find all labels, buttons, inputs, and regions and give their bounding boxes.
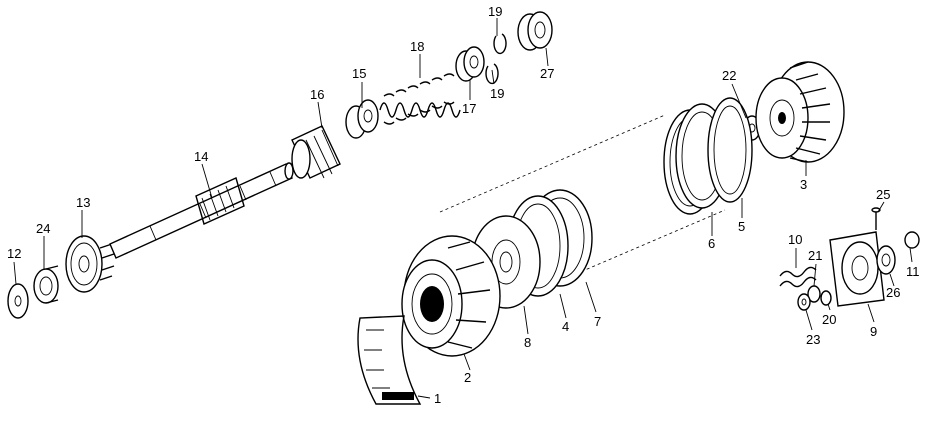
label-26: 26 bbox=[886, 285, 900, 300]
label-14: 14 bbox=[194, 149, 208, 164]
label-8: 8 bbox=[524, 335, 531, 350]
gear-13 bbox=[65, 235, 115, 293]
washer-12 bbox=[7, 283, 29, 319]
label-19-lower: 19 bbox=[490, 86, 504, 101]
label-18: 18 bbox=[410, 39, 424, 54]
label-25: 25 bbox=[876, 187, 890, 202]
label-27: 27 bbox=[540, 66, 554, 81]
bearing-26 bbox=[876, 245, 896, 275]
label-20: 20 bbox=[822, 312, 836, 327]
washer-20 bbox=[820, 290, 832, 306]
label-13: 13 bbox=[76, 195, 90, 210]
spring-18 bbox=[379, 73, 461, 125]
chain-1 bbox=[357, 315, 422, 405]
needle-bearing-16 bbox=[291, 125, 341, 179]
mainshaft-14 bbox=[109, 162, 294, 259]
collar-15 bbox=[345, 99, 379, 139]
label-19-upper: 19 bbox=[488, 4, 502, 19]
label-12: 12 bbox=[7, 246, 21, 261]
bearing-27 bbox=[517, 11, 553, 51]
collar-17 bbox=[455, 46, 485, 82]
clutch-outer-3 bbox=[755, 61, 845, 163]
label-4: 4 bbox=[562, 319, 569, 334]
label-9: 9 bbox=[870, 324, 877, 339]
leader-lines bbox=[13, 18, 913, 399]
plates-5 bbox=[707, 97, 753, 203]
cap-11 bbox=[904, 231, 920, 249]
label-23: 23 bbox=[806, 332, 820, 347]
clutch-center-2 bbox=[401, 235, 501, 357]
bearing-24 bbox=[33, 265, 59, 304]
circlip-19-lower bbox=[485, 63, 499, 85]
label-1: 1 bbox=[434, 391, 441, 406]
label-5: 5 bbox=[738, 219, 745, 234]
label-10: 10 bbox=[788, 232, 802, 247]
label-7: 7 bbox=[594, 314, 601, 329]
bolt-25 bbox=[871, 207, 881, 230]
label-3: 3 bbox=[800, 177, 807, 192]
label-16: 16 bbox=[310, 87, 324, 102]
label-21: 21 bbox=[808, 248, 822, 263]
label-22: 22 bbox=[722, 68, 736, 83]
label-6: 6 bbox=[708, 236, 715, 251]
washer-23 bbox=[797, 293, 811, 311]
circlip-19-upper bbox=[493, 33, 507, 55]
spring-10 bbox=[779, 266, 817, 288]
label-15: 15 bbox=[352, 66, 366, 81]
label-11: 11 bbox=[906, 264, 920, 279]
label-17: 17 bbox=[462, 101, 476, 116]
lifter-housing-9 bbox=[829, 231, 885, 307]
label-2: 2 bbox=[464, 370, 471, 385]
label-24: 24 bbox=[36, 221, 50, 236]
part-labels: 1 2 3 4 5 6 7 8 9 10 11 12 13 14 15 16 1… bbox=[7, 4, 920, 406]
